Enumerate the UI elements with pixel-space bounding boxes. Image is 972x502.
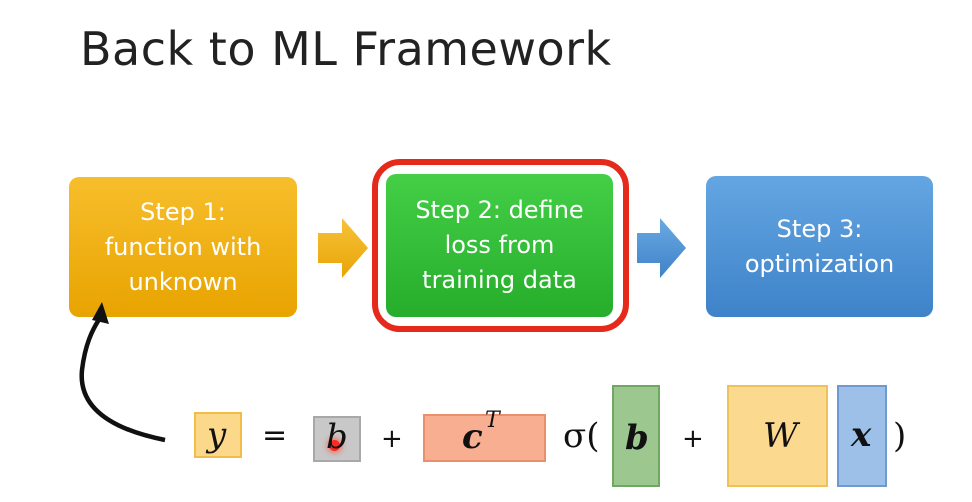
- eq-b-vector: b: [625, 418, 649, 458]
- step-1-box: Step 1: function with unknown: [69, 177, 297, 317]
- eq-W: W: [763, 416, 798, 456]
- step-1-label: Step 1: function with unknown: [104, 197, 262, 296]
- step-2-highlight-ring: [372, 159, 629, 332]
- b-scalar-box: [313, 416, 361, 462]
- eq-y: y: [207, 415, 227, 455]
- arrow-right-icon: [318, 218, 368, 278]
- eq-b-scalar: b: [326, 417, 348, 457]
- step-2-box: Step 2: define loss from training data: [386, 174, 613, 317]
- step-3-box: Step 3: optimization: [706, 176, 933, 317]
- arrow-right-icon: [637, 218, 686, 278]
- eq-equals: =: [262, 418, 288, 453]
- eq-plus-1: +: [381, 424, 403, 454]
- arrowhead-icon: [92, 302, 109, 324]
- eq-c: c: [462, 417, 483, 457]
- c-box: [423, 414, 546, 462]
- slide-title: Back to ML Framework: [80, 22, 612, 76]
- b-vector-box: [612, 385, 660, 487]
- eq-x: x: [851, 415, 872, 455]
- x-box: [837, 385, 887, 487]
- eq-close-paren: ): [893, 416, 907, 456]
- step-3-label: Step 3: optimization: [744, 214, 895, 278]
- step-2-label: Step 2: define loss from training data: [415, 196, 584, 294]
- y-box: [194, 412, 242, 458]
- W-box: [727, 385, 828, 487]
- pointer-dot: [329, 440, 340, 451]
- eq-c-sup: T: [485, 408, 500, 433]
- curved-arrow-icon: [79, 316, 166, 443]
- eq-plus-2: +: [682, 424, 704, 454]
- eq-sigma: σ(: [563, 416, 600, 456]
